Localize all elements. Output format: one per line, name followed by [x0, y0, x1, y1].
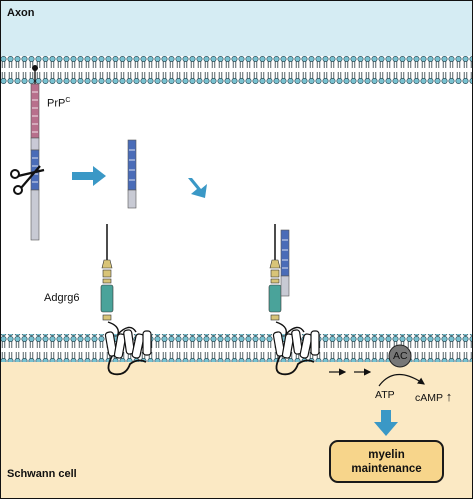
prion-label-text: PrP	[47, 97, 66, 110]
axon-label: Axon	[7, 7, 35, 19]
outcome-line-1: myelin	[368, 448, 405, 461]
atp-to-camp-arrow-icon	[378, 373, 425, 387]
fragment-stripes	[129, 149, 135, 181]
prion-label-superscript: C	[65, 97, 71, 104]
product-label: cAMP ↑	[415, 389, 452, 404]
outcome-line-2: maintenance	[351, 462, 422, 475]
adenylyl-cyclase-shape	[388, 344, 412, 368]
downstream-arrow-icon	[374, 410, 398, 436]
prion-stripes	[32, 91, 38, 183]
schwann-cell-label: Schwann cell	[7, 468, 77, 480]
adgrg6-receptor-unbound	[100, 224, 152, 376]
enzyme-label: AC	[393, 350, 408, 362]
diffusion-arrow-icon	[188, 178, 207, 198]
prion-fragment-released	[127, 139, 137, 209]
product-label-text: cAMP	[415, 392, 443, 404]
cleavage-arrow-icon	[72, 166, 106, 186]
prion-protein-full-length	[30, 65, 40, 241]
substrate-label: ATP	[375, 389, 395, 401]
extracellular-space	[1, 82, 472, 332]
adgrg6-receptor-bound	[268, 224, 320, 376]
scissors-icon	[10, 165, 45, 195]
prion-protein-label: PrPC	[47, 97, 70, 110]
increase-arrow-icon: ↑	[445, 389, 453, 404]
axon-region	[1, 1, 472, 35]
receptor-label: Adgrg6	[44, 292, 80, 304]
myelin-maintenance-box: myelin maintenance	[329, 440, 444, 483]
axon-membrane	[1, 56, 472, 84]
